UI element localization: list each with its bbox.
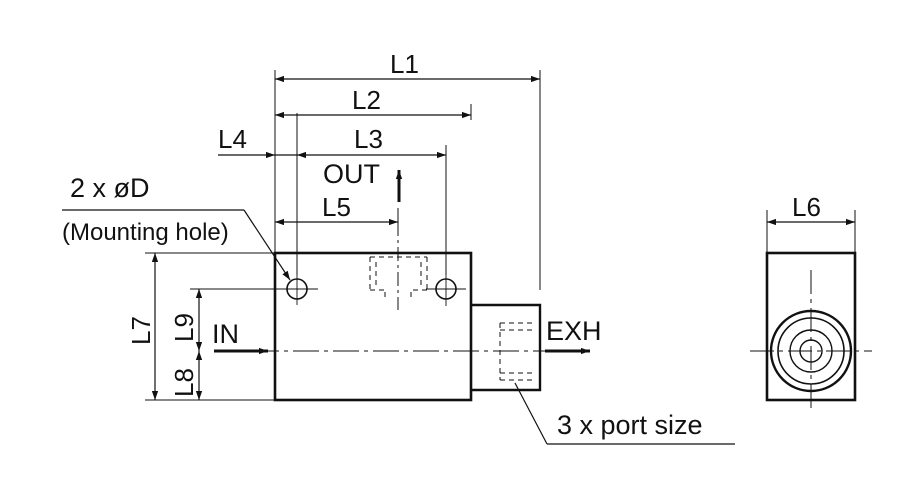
mounting-hole-leader: [62, 209, 291, 281]
label-in: IN: [212, 319, 239, 349]
valve-body-side: [750, 251, 872, 412]
out-port-hidden: [369, 222, 428, 310]
exh-port-hidden: [499, 322, 536, 381]
label-out: OUT: [323, 159, 380, 189]
label-mounting-hole: (Mounting hole): [62, 219, 229, 246]
label-l4: L4: [218, 124, 247, 154]
label-l1: L1: [390, 49, 419, 79]
port-size-leader: [514, 382, 735, 445]
label-l9: L9: [169, 313, 199, 342]
label-exh: EXH: [546, 316, 602, 346]
label-port-size: 3 x port size: [557, 410, 703, 440]
label-l2: L2: [352, 85, 381, 115]
label-l8: L8: [169, 368, 199, 397]
label-l7: L7: [126, 316, 156, 345]
label-l3: L3: [354, 124, 383, 154]
valve-body-front: [253, 251, 550, 402]
label-l5: L5: [322, 192, 351, 222]
label-holes: 2 x øD: [70, 173, 150, 203]
label-l6: L6: [792, 192, 821, 222]
mounting-hole-right: [426, 272, 466, 306]
